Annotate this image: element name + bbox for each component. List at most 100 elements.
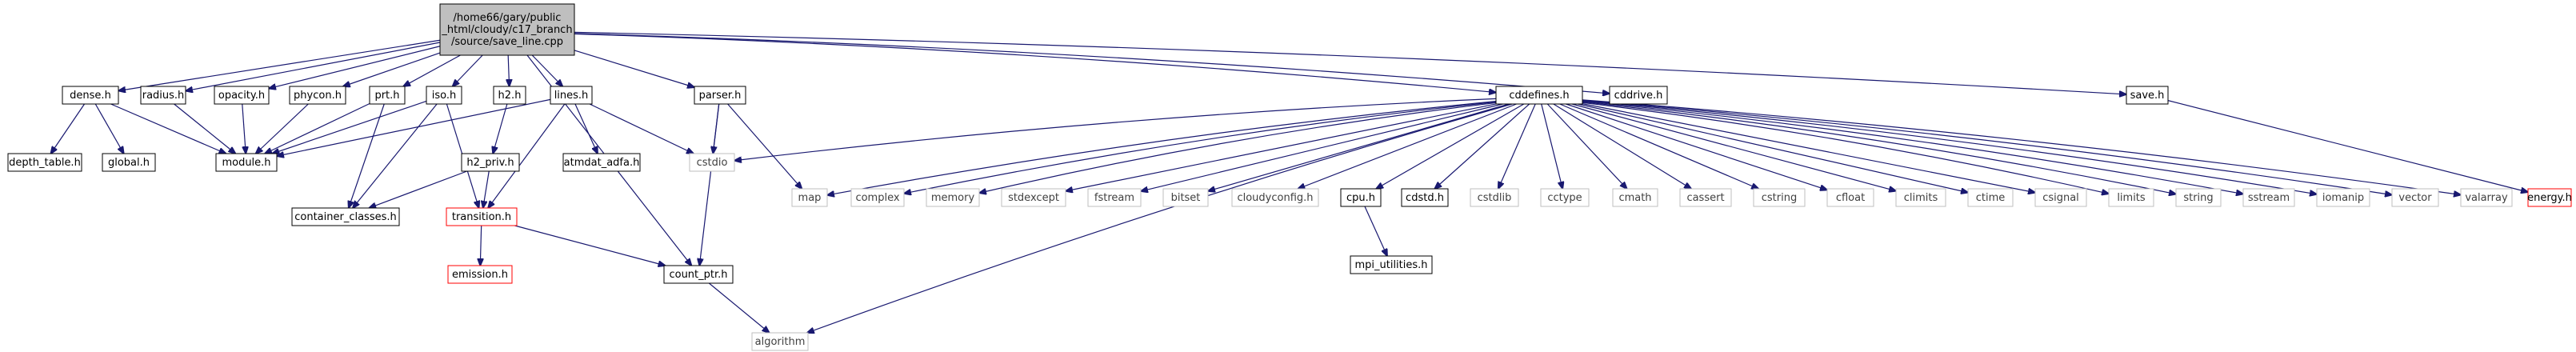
node-prt[interactable]: prt.h xyxy=(369,86,406,105)
node-cdstd-box xyxy=(1401,188,1449,207)
node-radius-box xyxy=(140,86,186,105)
node-cctype-label: cctype xyxy=(1547,192,1582,204)
node-cstdio[interactable]: cstdio xyxy=(689,153,735,172)
edge-prt-to-container_classes xyxy=(349,103,385,208)
node-module-box xyxy=(215,153,278,172)
node-parser-box xyxy=(694,86,746,105)
node-global[interactable]: global.h xyxy=(102,153,156,172)
edge-cddefines-to-vector xyxy=(1582,99,2392,194)
node-phycon[interactable]: phycon.h xyxy=(289,86,346,105)
edge-dense-to-module xyxy=(110,103,226,154)
node-depth_table[interactable]: depth_table.h xyxy=(7,153,82,172)
node-container_classes[interactable]: container_classes.h xyxy=(291,207,400,226)
node-atmdat_adfa-label: atmdat_adfa.h xyxy=(564,157,640,169)
node-cddrive[interactable]: cddrive.h xyxy=(1609,86,1668,105)
node-phycon-box xyxy=(289,86,346,105)
node-fstream-label: fstream xyxy=(1094,192,1134,204)
node-root-label: _html/cloudy/c17_branch xyxy=(441,24,572,36)
edge-transition-to-emission xyxy=(480,225,481,266)
node-complex[interactable]: complex xyxy=(850,188,905,207)
node-cdstd-label: cdstd.h xyxy=(1406,192,1444,204)
node-cloudyconfig[interactable]: cloudyconfig.h xyxy=(1231,188,1319,207)
node-algorithm-label: algorithm xyxy=(755,336,806,348)
node-limits[interactable]: limits xyxy=(2108,188,2154,207)
node-transition[interactable]: transition.h xyxy=(446,207,518,226)
edge-cddefines-to-cctype xyxy=(1541,103,1563,189)
node-iomanip-label: iomanip xyxy=(2322,192,2364,204)
node-memory[interactable]: memory xyxy=(926,188,980,207)
node-complex-label: complex xyxy=(855,192,899,204)
node-atmdat_adfa[interactable]: atmdat_adfa.h xyxy=(562,153,641,172)
node-mpi_utilities[interactable]: mpi_utilities.h xyxy=(1350,255,1433,274)
edge-cddefines-to-cstdio xyxy=(734,98,1497,160)
node-opacity[interactable]: opacity.h xyxy=(214,86,270,105)
edge-parser-to-count_ptr xyxy=(699,103,720,266)
edge-dense-to-global xyxy=(94,103,123,154)
node-save[interactable]: save.h xyxy=(2126,86,2169,105)
node-energy[interactable]: energy.h xyxy=(2527,188,2572,207)
node-dense[interactable]: dense.h xyxy=(62,86,119,105)
edge-cddefines-to-complex xyxy=(904,101,1497,194)
node-cmath[interactable]: cmath xyxy=(1612,188,1658,207)
edge-cddefines-to-bitset xyxy=(1208,103,1510,191)
node-iomanip[interactable]: iomanip xyxy=(2316,188,2370,207)
node-radius-label: radius.h xyxy=(142,90,185,102)
node-cdstd[interactable]: cdstd.h xyxy=(1401,188,1449,207)
node-vector[interactable]: vector xyxy=(2391,188,2439,207)
node-map[interactable]: map xyxy=(791,188,828,207)
node-cpu-box xyxy=(1340,188,1382,207)
node-parser[interactable]: parser.h xyxy=(694,86,746,105)
edge-cddefines-to-valarray xyxy=(1582,99,2461,195)
node-atmdat_adfa-box xyxy=(562,153,641,172)
node-cctype[interactable]: cctype xyxy=(1540,188,1590,207)
node-parser-label: parser.h xyxy=(699,90,742,102)
node-cpu[interactable]: cpu.h xyxy=(1340,188,1382,207)
node-stdexcept-label: stdexcept xyxy=(1008,192,1059,204)
node-root[interactable]: /home66/gary/public_html/cloudy/c17_bran… xyxy=(439,3,575,56)
node-h2_priv[interactable]: h2_priv.h xyxy=(461,153,520,172)
node-fstream[interactable]: fstream xyxy=(1087,188,1142,207)
edge-cddefines-to-stdexcept xyxy=(1066,103,1497,191)
edge-root-to-phycon xyxy=(343,52,441,86)
edge-cddefines-to-climits xyxy=(1571,103,1896,191)
node-csignal[interactable]: csignal xyxy=(2034,188,2087,207)
node-complex-box xyxy=(850,188,905,207)
edge-cddefines-to-cstdlib xyxy=(1498,103,1536,189)
edge-root-to-iso xyxy=(453,54,483,86)
node-cfloat-box xyxy=(1826,188,1874,207)
edge-opacity-to-module xyxy=(242,103,246,154)
node-cstdlib[interactable]: cstdlib xyxy=(1470,188,1519,207)
node-climits[interactable]: climits xyxy=(1895,188,1946,207)
node-count_ptr[interactable]: count_ptr.h xyxy=(663,265,734,284)
node-h2[interactable]: h2.h xyxy=(493,86,526,105)
node-bitset[interactable]: bitset xyxy=(1162,188,1209,207)
node-cddefines[interactable]: cddefines.h xyxy=(1495,86,1583,105)
node-cfloat[interactable]: cfloat xyxy=(1826,188,1874,207)
edge-cpu-to-mpi_utilities xyxy=(1364,206,1387,256)
node-ctime[interactable]: ctime xyxy=(1967,188,2014,207)
node-container_classes-label: container_classes.h xyxy=(294,211,397,223)
node-cstring[interactable]: cstring xyxy=(1753,188,1806,207)
node-cpu-label: cpu.h xyxy=(1346,192,1375,204)
node-cassert[interactable]: cassert xyxy=(1679,188,1732,207)
edge-root-to-dense xyxy=(118,39,441,90)
node-module[interactable]: module.h xyxy=(215,153,278,172)
node-radius[interactable]: radius.h xyxy=(140,86,186,105)
node-climits-box xyxy=(1895,188,1946,207)
edge-cddefines-to-csignal xyxy=(1582,103,2035,193)
node-lines[interactable]: lines.h xyxy=(550,86,593,105)
node-stdexcept[interactable]: stdexcept xyxy=(1001,188,1066,207)
node-valarray[interactable]: valarray xyxy=(2460,188,2513,207)
node-depth_table-box xyxy=(7,153,82,172)
node-cddrive-label: cddrive.h xyxy=(1614,90,1663,102)
edge-lines-to-transition xyxy=(488,103,566,208)
node-iso[interactable]: iso.h xyxy=(426,86,462,105)
node-algorithm[interactable]: algorithm xyxy=(751,332,809,351)
node-sstream[interactable]: sstream xyxy=(2242,188,2295,207)
node-emission[interactable]: emission.h xyxy=(447,265,513,284)
node-container_classes-box xyxy=(291,207,400,226)
node-global-label: global.h xyxy=(108,157,150,169)
edge-cddefines-to-cdstd xyxy=(1434,103,1530,189)
node-string[interactable]: string xyxy=(2175,188,2222,207)
node-count_ptr-label: count_ptr.h xyxy=(669,269,727,281)
